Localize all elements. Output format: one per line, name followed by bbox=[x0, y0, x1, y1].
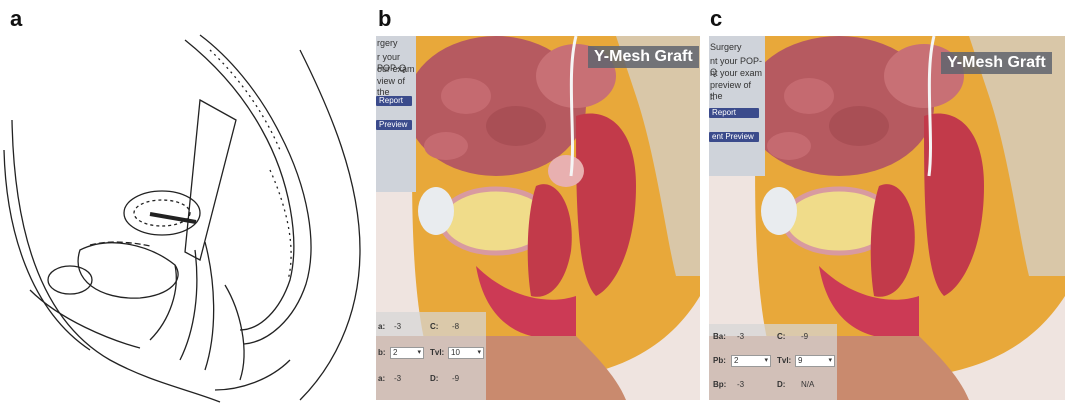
popq-c-d-label: D: bbox=[777, 380, 785, 389]
report-button-b[interactable]: Report bbox=[376, 96, 412, 106]
popq-b-d-label: D: bbox=[430, 374, 438, 383]
popq-b-pb-label: b: bbox=[378, 348, 386, 357]
preview-button-b[interactable]: Preview bbox=[376, 120, 412, 130]
pelvic-line-drawing bbox=[0, 30, 370, 406]
sidebar-c: Surgery nt your POP-Q nt your exam previ… bbox=[709, 36, 765, 176]
popq-c-c-label: C: bbox=[777, 332, 785, 341]
sidebar-c-line-1: Surgery bbox=[710, 42, 742, 53]
sidebar-b-line-1: rgery bbox=[377, 38, 398, 49]
popq-c-d-value: N/A bbox=[801, 380, 814, 389]
popq-c-bp-label: Bp: bbox=[713, 380, 726, 389]
popq-c-tvl-label: Tvl: bbox=[777, 356, 791, 365]
popq-c-c-value: -9 bbox=[801, 332, 808, 341]
panel-label-b: b bbox=[378, 6, 391, 32]
y-mesh-graft-label-c: Y-Mesh Graft bbox=[941, 52, 1052, 74]
y-mesh-graft-label-b: Y-Mesh Graft bbox=[588, 46, 699, 68]
popq-b-c-label: C: bbox=[430, 322, 438, 331]
popq-c-tvl-select[interactable]: 9 bbox=[795, 355, 835, 367]
popq-b-pb-select[interactable]: 2 bbox=[390, 347, 424, 359]
popq-c-bp-value: -3 bbox=[737, 380, 744, 389]
sidebar-c-line-5: r. bbox=[710, 92, 715, 103]
popq-c-ba-value: -3 bbox=[737, 332, 744, 341]
popq-panel-b: a: -3 C: -8 b: 2 Tvl: 10 a: -3 D: -9 bbox=[376, 312, 486, 400]
popq-b-bp-label: a: bbox=[378, 374, 385, 383]
popq-b-d-value: -9 bbox=[452, 374, 459, 383]
panel-label-a: a bbox=[10, 6, 22, 32]
popq-b-c-value: -8 bbox=[452, 322, 459, 331]
popq-b-ba-value: -3 bbox=[394, 322, 401, 331]
popq-b-tvl-label: Tvl: bbox=[430, 348, 444, 357]
report-button-c[interactable]: Report bbox=[709, 108, 759, 118]
preview-button-c[interactable]: ent Preview bbox=[709, 132, 759, 142]
sidebar-b-line-4: view of the bbox=[377, 76, 416, 98]
popq-c-pb-select[interactable]: 2 bbox=[731, 355, 771, 367]
panel-label-c: c bbox=[710, 6, 722, 32]
sidebar-b-line-3: our exam bbox=[377, 64, 415, 75]
popq-b-tvl-select[interactable]: 10 bbox=[448, 347, 484, 359]
popq-panel-c: Ba: -3 C: -9 Pb: 2 Tvl: 9 Bp: -3 D: N/A bbox=[709, 324, 837, 400]
popq-c-ba-label: Ba: bbox=[713, 332, 726, 341]
sidebar-c-line-3: nt your exam bbox=[710, 68, 762, 79]
popq-b-ba-label: a: bbox=[378, 322, 385, 331]
popq-b-bp-value: -3 bbox=[394, 374, 401, 383]
popq-c-pb-label: Pb: bbox=[713, 356, 726, 365]
line-drawing-panel bbox=[0, 30, 370, 406]
sidebar-b: rgery r your POP-Q our exam view of the … bbox=[376, 36, 416, 192]
sidebar-c-line-4: preview of the bbox=[710, 80, 765, 102]
illustration-panel-b: rgery r your POP-Q our exam view of the … bbox=[376, 36, 700, 400]
illustration-panel-c: Surgery nt your POP-Q nt your exam previ… bbox=[709, 36, 1065, 400]
